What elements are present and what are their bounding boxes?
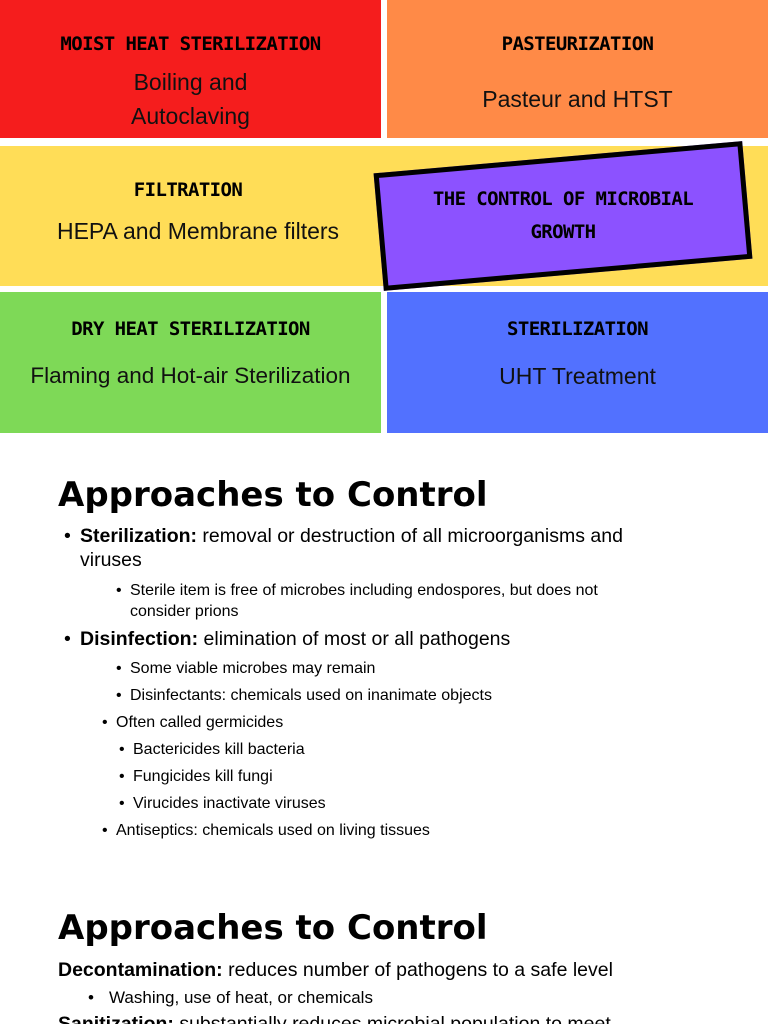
sterilization-cell: STERILIZATION UHT Treatment xyxy=(387,292,768,433)
pasteurization-title: PASTEURIZATION xyxy=(501,33,654,55)
list-item: • Bactericides kill bacteria xyxy=(119,739,679,760)
pasteurization-cell: PASTEURIZATION Pasteur and HTST xyxy=(387,0,768,138)
list-item: • Washing, use of heat, or chemicals xyxy=(88,987,648,1008)
definition-text: removal or destruction of all microorgan… xyxy=(197,525,623,547)
dry-heat-desc: Flaming and Hot-air Sterilization xyxy=(30,363,351,388)
list-item-text: Sterile item is free of microbes includi… xyxy=(130,582,598,599)
list-item-text: Bactericides kill bacteria xyxy=(133,741,305,758)
list-item: • Fungicides kill fungi xyxy=(119,766,679,787)
microbial-control-grid: MOIST HEAT STERILIZATION Boiling and Aut… xyxy=(0,0,768,433)
definition-text: elimination of most or all pathogens xyxy=(198,628,511,650)
sterilization-desc: UHT Treatment xyxy=(499,363,656,389)
bullet-icon: • xyxy=(119,741,125,758)
sterilization-title: STERILIZATION xyxy=(507,318,649,340)
moist-heat-title: MOIST HEAT STERILIZATION xyxy=(60,33,321,55)
list-item-text: Fungicides kill fungi xyxy=(133,768,273,785)
bullet-icon: • xyxy=(102,822,108,839)
bullet-icon: • xyxy=(64,525,71,547)
list-item: Decontamination: reduces number of patho… xyxy=(58,958,738,982)
list-item-text: Washing, use of heat, or chemicals xyxy=(109,988,373,1007)
list-item: • Antiseptics: chemicals used on living … xyxy=(102,820,662,841)
moist-heat-desc-line2: Autoclaving xyxy=(131,103,250,129)
term-sanitization: Sanitization: xyxy=(58,1013,174,1024)
moist-heat-desc: Boiling and Autoclaving xyxy=(0,65,381,133)
term-decontamination: Decontamination: xyxy=(58,959,223,981)
bullet-icon: • xyxy=(119,795,125,812)
dry-heat-title: DRY HEAT STERILIZATION xyxy=(71,318,310,340)
list-item: • Some viable microbes may remain xyxy=(116,658,676,679)
filtration-title: FILTRATION xyxy=(133,179,243,201)
center-title-line1: THE CONTROL OF MICROBIAL xyxy=(432,188,694,210)
list-item: • Often called germicides xyxy=(102,712,662,733)
list-item: • Sterile item is free of microbes inclu… xyxy=(116,580,676,622)
bullet-icon: • xyxy=(102,714,108,731)
list-item-text: Often called germicides xyxy=(116,714,284,731)
term-sterilization: Sterilization: xyxy=(80,525,198,547)
center-title-line2: GROWTH xyxy=(530,221,596,243)
list-item: • Disinfection: elimination of most or a… xyxy=(64,627,704,651)
slide1-heading: Approaches to Control xyxy=(58,475,488,515)
bullet-icon: • xyxy=(64,628,71,650)
list-item: • Sterilization: removal or destruction … xyxy=(64,524,704,572)
pasteurization-desc: Pasteur and HTST xyxy=(482,86,673,112)
bullet-icon: • xyxy=(116,687,122,704)
list-item-text: Disinfectants: chemicals used on inanima… xyxy=(130,687,492,704)
dry-heat-cell: DRY HEAT STERILIZATION Flaming and Hot-a… xyxy=(0,292,381,433)
definition-text: reduces number of pathogens to a safe le… xyxy=(222,959,613,981)
definition-text: substantially reduces microbial populati… xyxy=(173,1013,611,1024)
moist-heat-desc-line1: Boiling and xyxy=(133,69,248,95)
term-disinfection: Disinfection: xyxy=(80,628,199,650)
list-item-text: Virucides inactivate viruses xyxy=(133,795,326,812)
list-item-text: consider prions xyxy=(130,603,239,620)
bullet-icon: • xyxy=(116,660,122,677)
list-item: • Virucides inactivate viruses xyxy=(119,793,679,814)
filtration-desc: HEPA and Membrane filters xyxy=(56,218,340,244)
slide2-heading: Approaches to Control xyxy=(58,908,488,948)
list-item: Sanitization: substantially reduces micr… xyxy=(58,1012,758,1024)
list-item-text: Some viable microbes may remain xyxy=(130,660,376,677)
moist-heat-cell: MOIST HEAT STERILIZATION Boiling and Aut… xyxy=(0,0,381,138)
definition-text: viruses xyxy=(80,549,142,571)
list-item-text: Antiseptics: chemicals used on living ti… xyxy=(116,822,430,839)
bullet-icon: • xyxy=(116,582,122,599)
bullet-icon: • xyxy=(88,988,94,1007)
bullet-icon: • xyxy=(119,768,125,785)
list-item: • Disinfectants: chemicals used on inani… xyxy=(116,685,676,706)
center-title: THE CONTROL OF MICROBIAL GROWTH xyxy=(413,183,713,249)
